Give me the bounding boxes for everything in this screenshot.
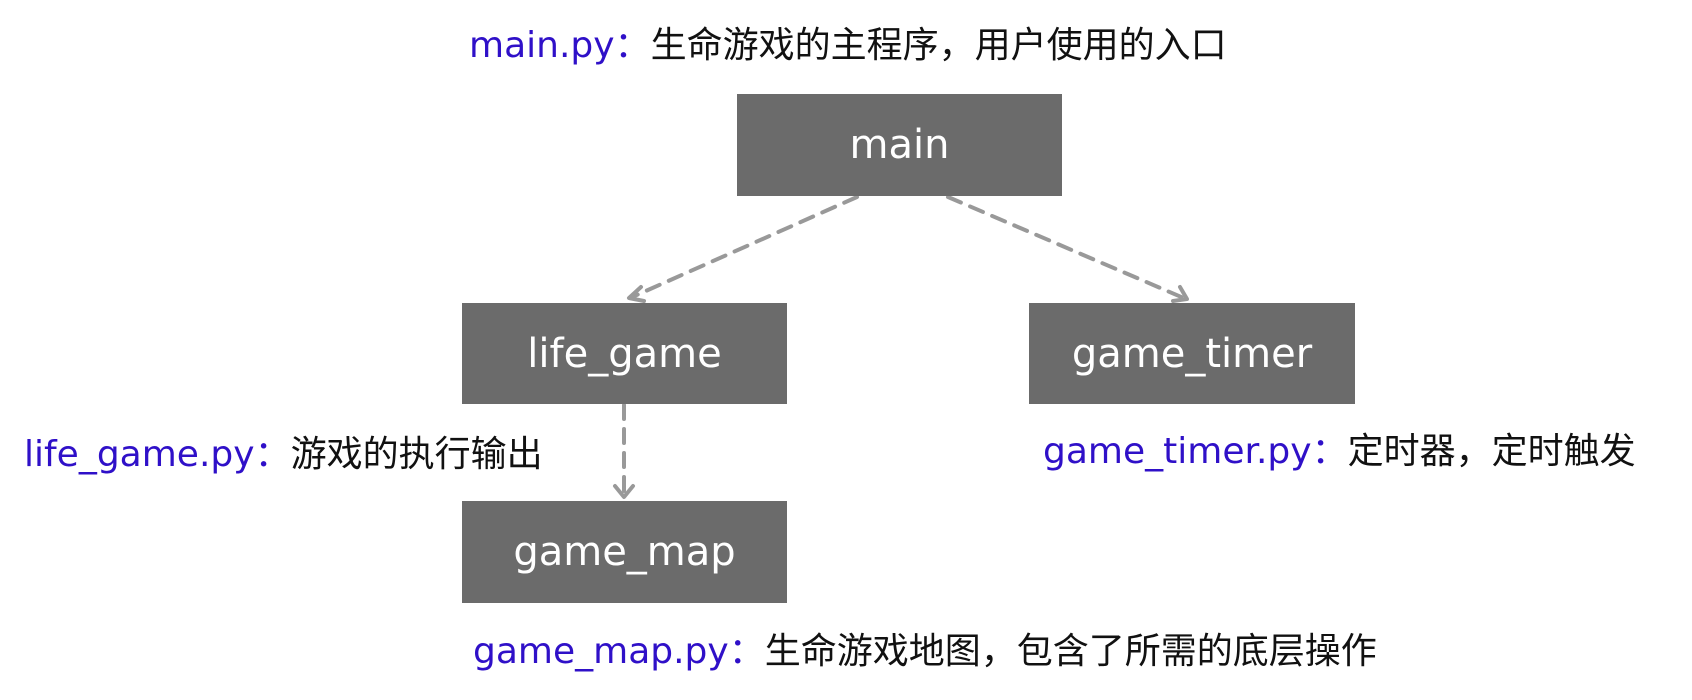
life-game-description: life_game.py：游戏的执行输出 — [24, 437, 543, 473]
main-module-label: main — [849, 122, 950, 168]
life-game-filename: life_game.py — [24, 434, 255, 475]
main-description: main.py：生命游戏的主程序，用户使用的入口 — [469, 28, 1227, 64]
arrowhead-game-timer — [1171, 285, 1189, 303]
life-game-separator: ： — [254, 434, 291, 475]
life-game-module-label: life_game — [527, 330, 722, 377]
life-game-module-box: life_game — [462, 303, 787, 404]
arrow-main-to-game-timer — [946, 195, 1188, 301]
main-filename: main.py — [469, 25, 615, 66]
game-map-description: game_map.py：生命游戏地图，包含了所需的底层操作 — [473, 634, 1377, 670]
main-separator: ： — [614, 25, 651, 66]
game-map-module-box: game_map — [462, 501, 787, 603]
arrowhead-life-game — [627, 285, 646, 303]
game-timer-separator: ： — [1311, 431, 1348, 472]
life-game-description-text: 游戏的执行输出 — [290, 434, 543, 475]
arrowhead-game-map — [613, 484, 635, 499]
game-map-separator: ： — [728, 631, 765, 672]
game-map-module-label: game_map — [513, 529, 736, 575]
game-timer-module-label: game_timer — [1071, 330, 1313, 377]
main-description-text: 生命游戏的主程序，用户使用的入口 — [650, 25, 1227, 66]
arrow-main-to-life-game — [628, 195, 859, 300]
game-timer-filename: game_timer.py — [1043, 431, 1312, 472]
main-module-box: main — [737, 94, 1062, 196]
game-map-description-text: 生命游戏地图，包含了所需的底层操作 — [764, 631, 1377, 672]
game-timer-description: game_timer.py：定时器，定时触发 — [1043, 434, 1636, 470]
game-timer-module-box: game_timer — [1029, 303, 1355, 404]
game-map-filename: game_map.py — [473, 631, 729, 672]
game-timer-description-text: 定时器，定时触发 — [1347, 431, 1636, 472]
